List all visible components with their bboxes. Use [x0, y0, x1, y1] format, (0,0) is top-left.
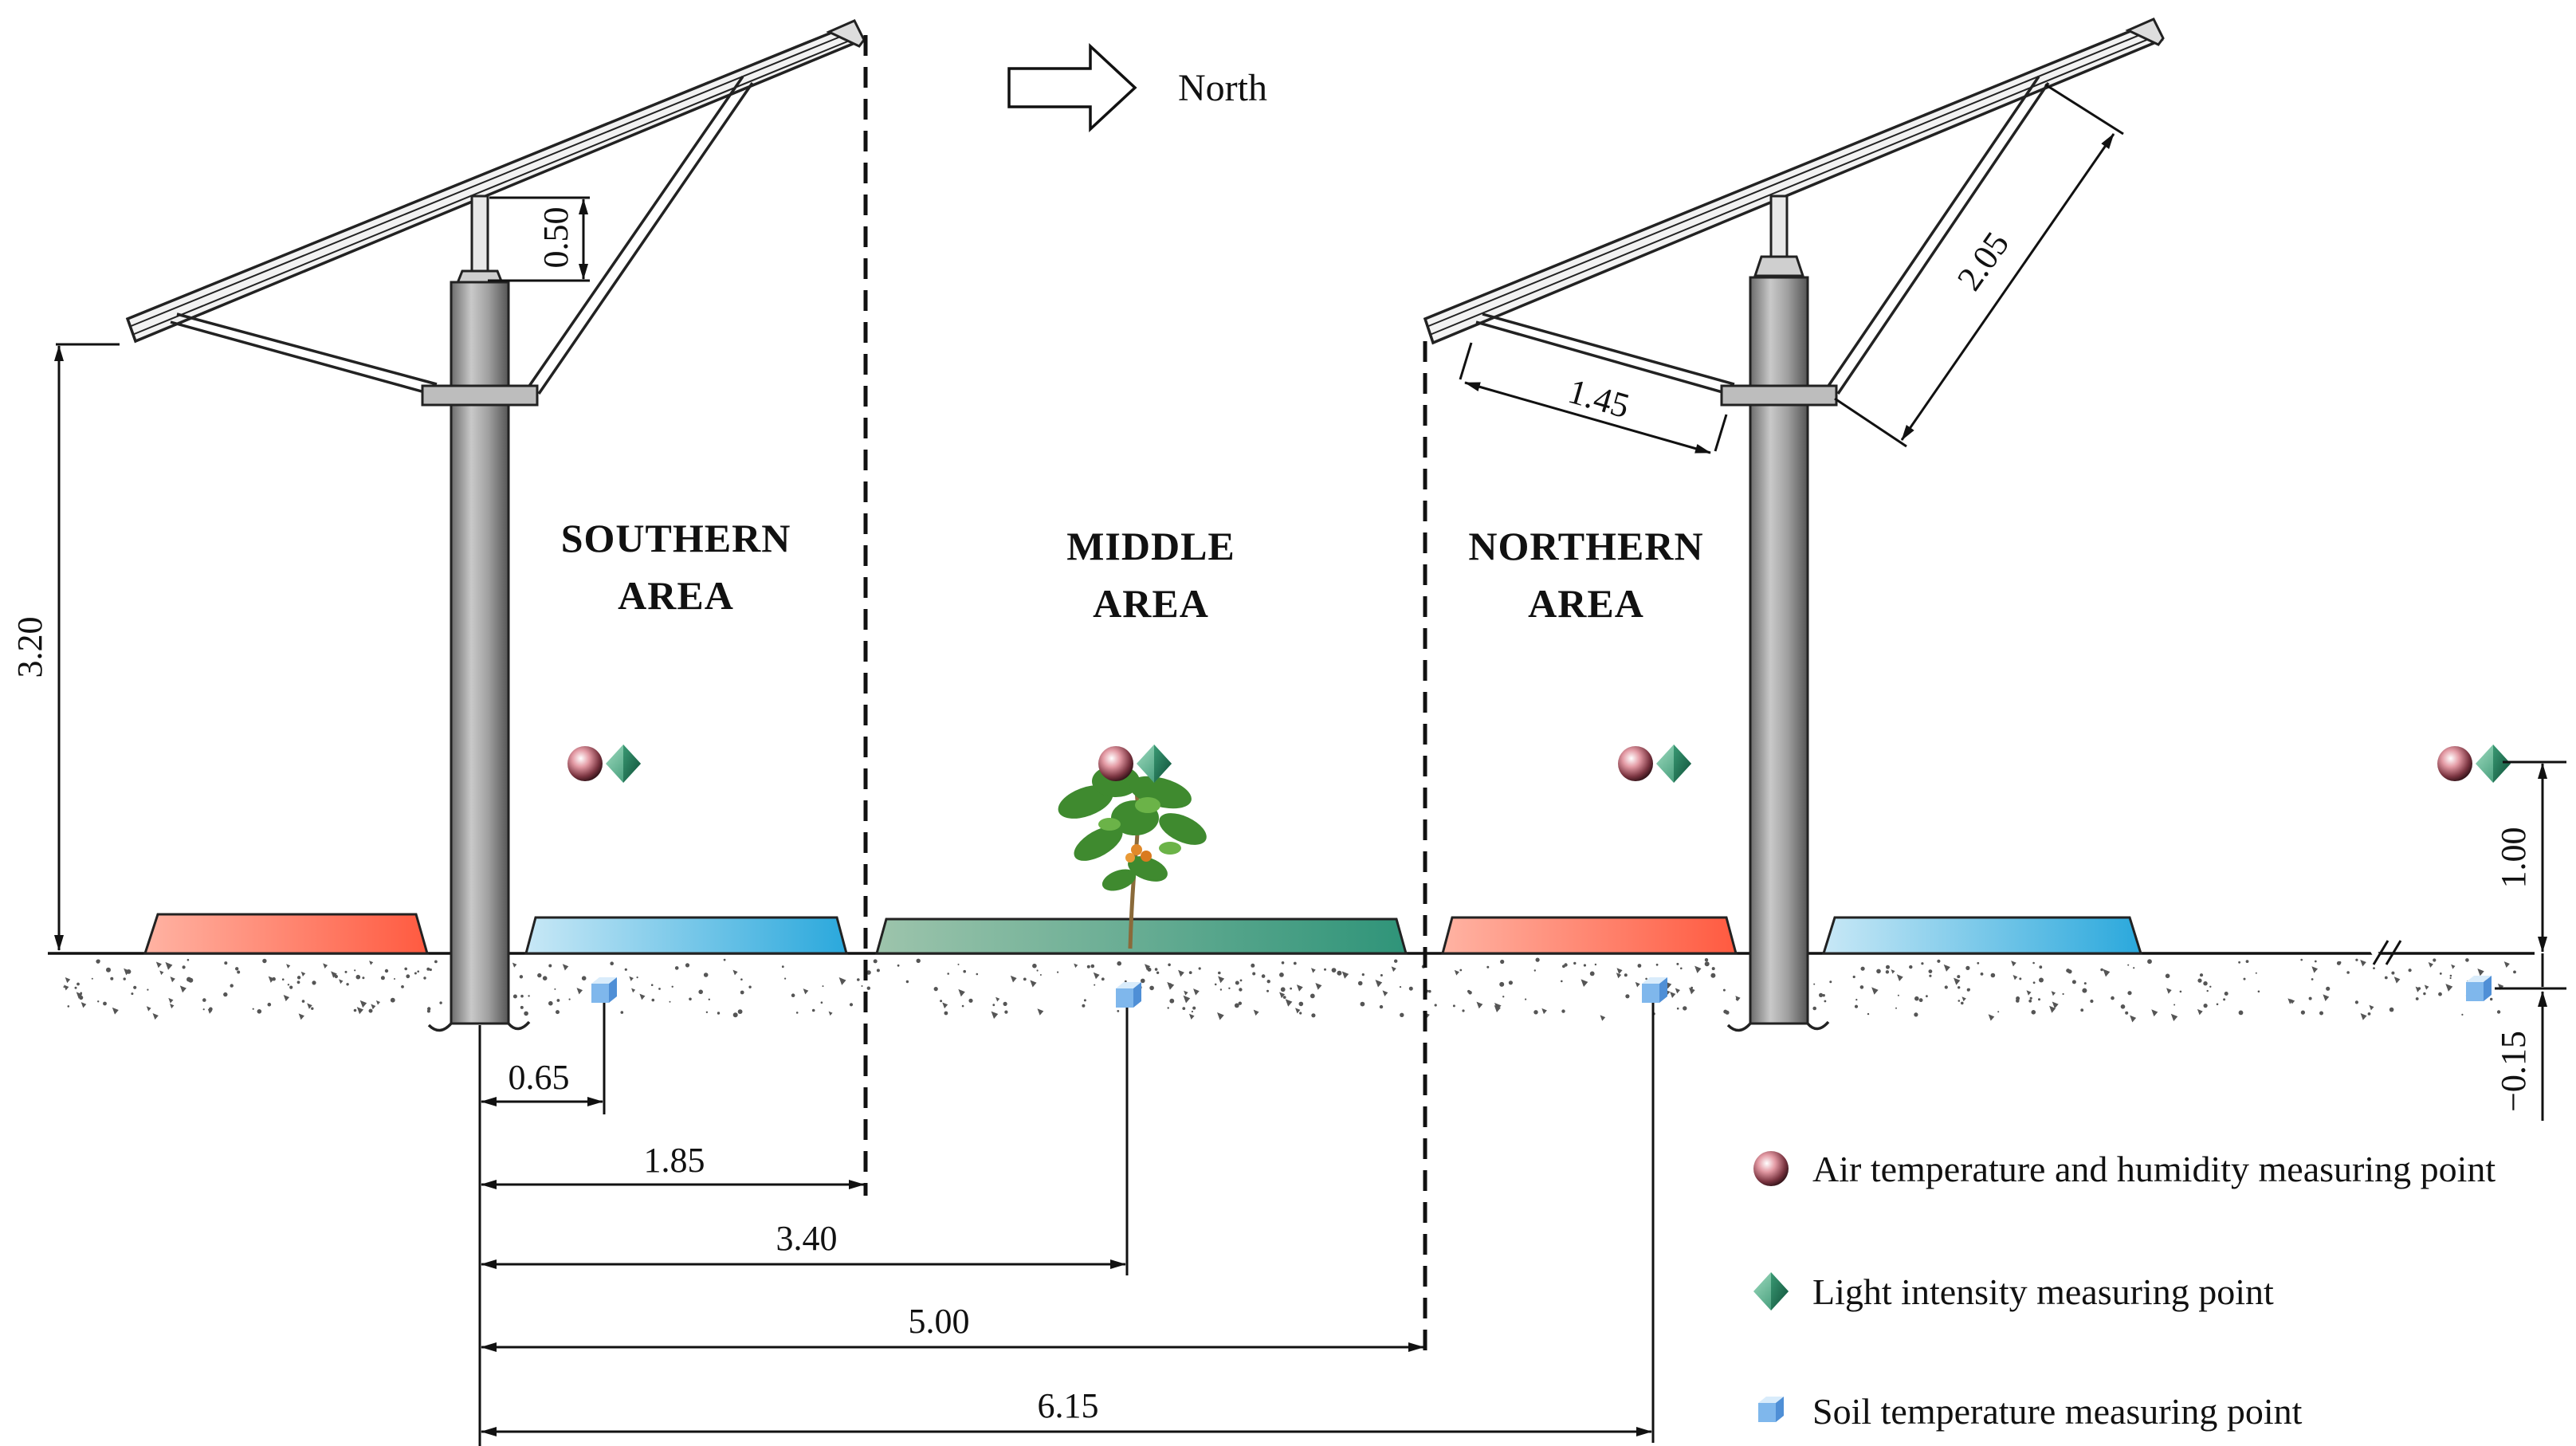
dimension-panel-height: 3.20 [10, 343, 120, 951]
legend-item-soil: Soil temperature measuring point [1758, 1391, 2303, 1432]
legend-item-light: Light intensity measuring point [1753, 1271, 2274, 1312]
bed-middle-green [875, 918, 1408, 955]
north-arrow-icon [1007, 42, 1137, 133]
dim-front-brace: 1.45 [1564, 371, 1634, 426]
north-label: North [1178, 67, 1267, 109]
bed-south-red [143, 913, 429, 955]
legend-label-light: Light intensity measuring point [1812, 1271, 2274, 1312]
dim-615: 6.15 [1038, 1386, 1099, 1425]
soil-sensor-icon [2466, 976, 2492, 1001]
dimension-bracket-offset: 0.50 [488, 196, 590, 282]
area-labels: SOUTHERN AREA MIDDLE AREA NORTHERN AREA [561, 516, 1703, 626]
dim-065: 0.65 [509, 1058, 570, 1097]
pv-structure-north [1423, 18, 2165, 1032]
soil-texture [63, 957, 2516, 1023]
dim-340: 3.40 [776, 1219, 838, 1258]
middle-area-line1: MIDDLE [1066, 524, 1235, 568]
planting-beds [143, 913, 2143, 955]
blue-cube-icon [1758, 1397, 1784, 1422]
air-sensor-icon [2437, 746, 2472, 781]
northern-area-line2: AREA [1528, 581, 1644, 626]
legend: Air temperature and humidity measuring p… [1753, 1149, 2496, 1432]
light-sensor-icon [2476, 745, 2511, 783]
soil-sensor-icon [1642, 977, 1667, 1003]
north-direction: North [1007, 42, 1267, 133]
middle-area-line2: AREA [1093, 581, 1209, 626]
sensor-group-open-field [2437, 745, 2511, 783]
air-sensor-icon [1098, 746, 1133, 781]
legend-item-air: Air temperature and humidity measuring p… [1753, 1149, 2496, 1189]
pv-structure-south [125, 19, 866, 1032]
light-sensor-icon [606, 745, 641, 783]
dim-soil-depth: −0.15 [2494, 1031, 2533, 1112]
dimension-measure-height: 1.00 [2494, 760, 2566, 953]
bed-south-blue [524, 916, 848, 955]
dimension-front-brace: 1.45 [1459, 342, 1728, 454]
bed-north-blue [1821, 916, 2143, 955]
pink-sphere-icon [1753, 1151, 1789, 1186]
southern-area-line1: SOUTHERN [561, 516, 791, 560]
dim-500: 5.00 [909, 1302, 970, 1341]
dim-panel-height: 3.20 [10, 617, 49, 678]
air-sensor-icon [1618, 746, 1653, 781]
dim-bracket-offset: 0.50 [536, 207, 575, 269]
bed-north-red [1441, 916, 1738, 955]
green-diamond-icon [1753, 1272, 1789, 1310]
dim-measure-height: 1.00 [2494, 827, 2533, 889]
soil-sensor-icon [1116, 982, 1141, 1008]
dimension-soil-depth: −0.15 [2494, 953, 2566, 1121]
legend-label-soil: Soil temperature measuring point [1812, 1391, 2303, 1432]
crop-plant-icon [1058, 765, 1207, 949]
horizontal-dimensions: 0.65 1.85 3.40 5.00 6.15 [478, 1003, 1655, 1446]
legend-label-air: Air temperature and humidity measuring p… [1812, 1149, 2496, 1189]
air-sensor-icon [567, 746, 603, 781]
soil-sensors [591, 976, 2492, 1008]
light-sensor-icon [1656, 745, 1691, 783]
sensor-group-north [1618, 745, 1691, 783]
northern-area-line1: NORTHERN [1468, 524, 1703, 568]
soil-sensor-icon [591, 977, 617, 1003]
sensor-group-south [567, 745, 641, 783]
southern-area-line2: AREA [618, 573, 734, 618]
dim-185: 1.85 [644, 1141, 705, 1180]
